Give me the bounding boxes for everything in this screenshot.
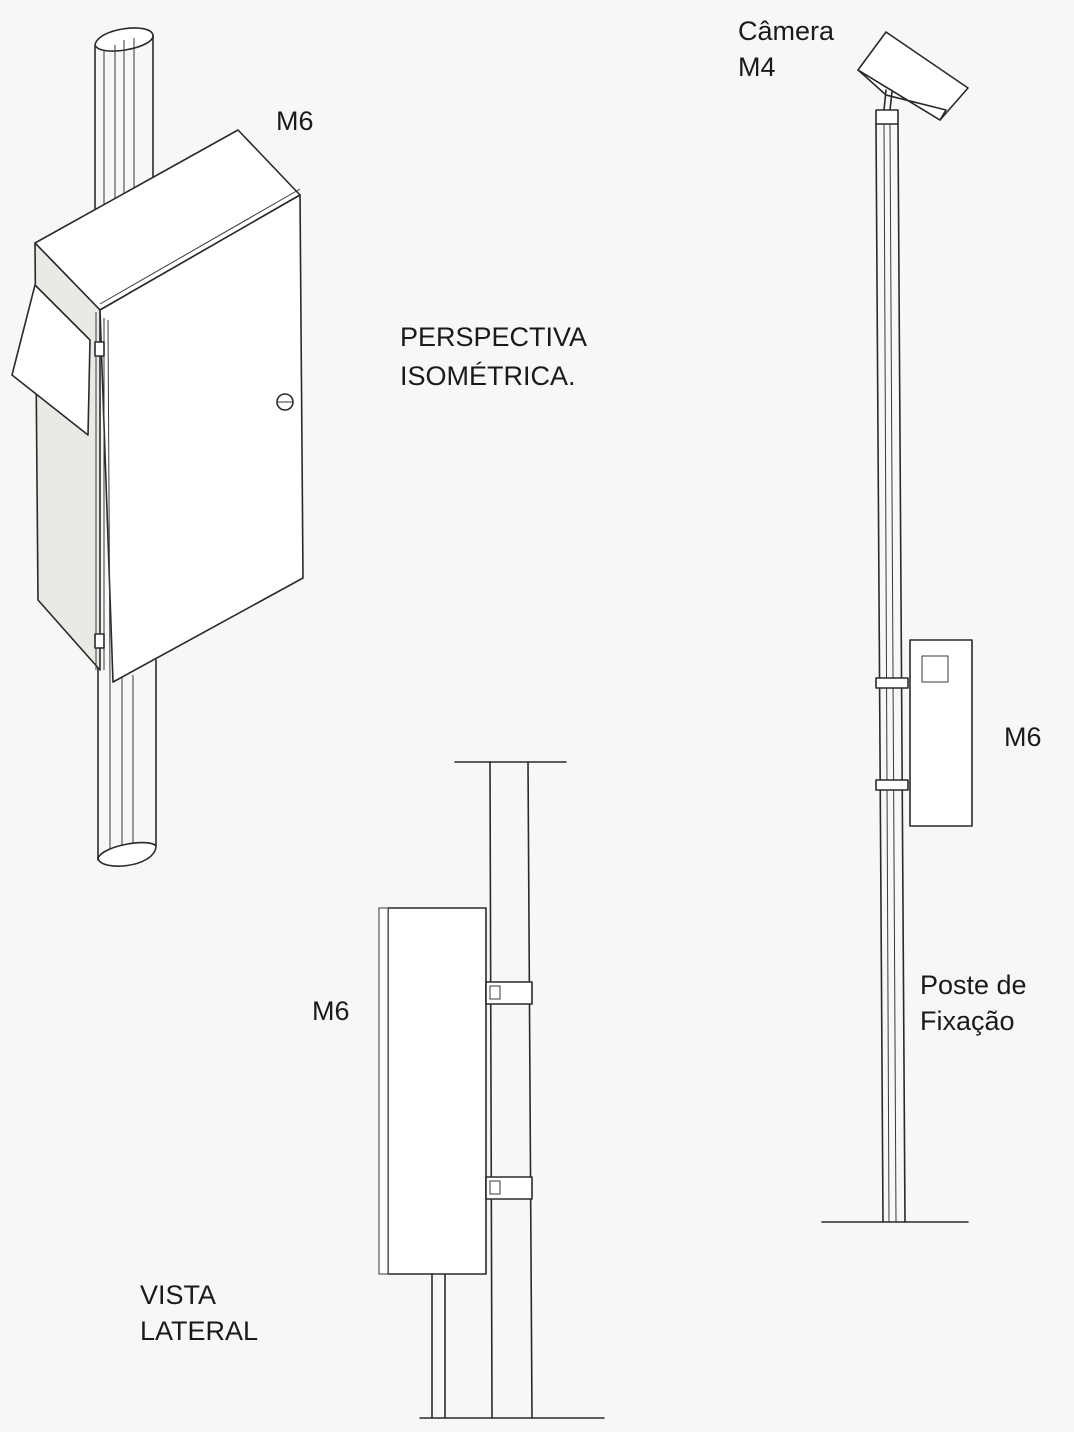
- iso-enclosure-door: [99, 194, 304, 683]
- side-clamp-upper: [485, 981, 533, 1005]
- camera-label-line1: Câmera: [738, 16, 835, 46]
- isometric-enclosure-drawing: [11, 27, 304, 867]
- pole-label-line1: Poste de: [920, 970, 1027, 1000]
- side-enclosure-body: [387, 907, 487, 1275]
- perspective-title-line2: ISOMÉTRICA.: [400, 361, 576, 391]
- pole-clamp-lower: [875, 779, 909, 791]
- iso-enclosure-label: M6: [276, 106, 314, 136]
- camera-housing: [857, 31, 969, 121]
- pole-enclosure-body: [909, 639, 973, 827]
- side-view-title-line1: VISTA: [140, 1280, 217, 1310]
- side-clamp-lower: [485, 1176, 533, 1200]
- camera-pole-cap: [875, 109, 899, 125]
- iso-pole-top-cap: [94, 27, 154, 52]
- iso-hinge-bottom: [94, 633, 105, 649]
- pole-label-line2: Fixação: [920, 1006, 1015, 1036]
- side-enclosure-label: M6: [312, 996, 350, 1026]
- perspective-title-line1: PERSPECTIVA: [400, 322, 588, 352]
- pole-enclosure-window: [921, 655, 949, 683]
- side-view-title-line2: LATERAL: [140, 1316, 259, 1346]
- iso-pole-bottom-cap: [97, 841, 157, 867]
- camera-pole-drawing: [821, 31, 973, 1223]
- iso-hinge-top: [94, 341, 105, 357]
- camera-body: [857, 69, 947, 121]
- side-view-drawing: [378, 761, 605, 1419]
- side-enclosure-door: [378, 907, 389, 1275]
- camera-label-line2: M4: [738, 52, 776, 82]
- pole-enclosure-label: M6: [1004, 722, 1042, 752]
- iso-hood-flap: [11, 284, 91, 436]
- pole-clamp-upper: [875, 677, 909, 689]
- iso-pole-lower: [97, 659, 157, 861]
